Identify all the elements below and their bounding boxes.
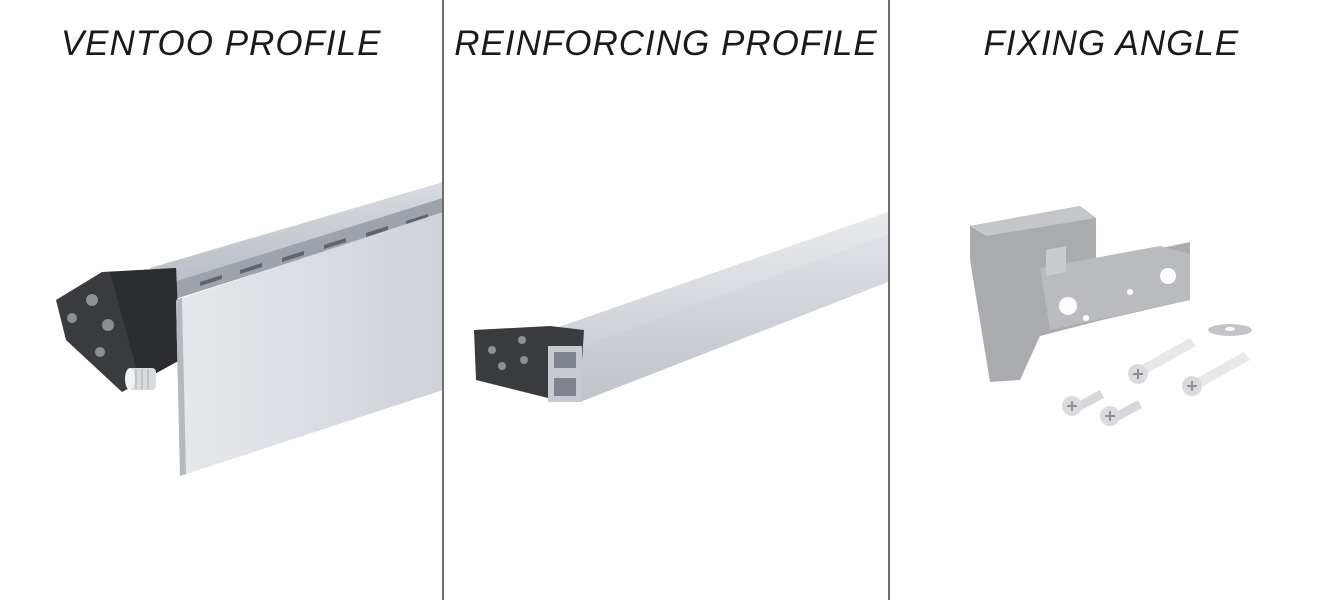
fixing-angle-illustration xyxy=(969,206,1252,426)
panel-divider xyxy=(442,0,445,600)
panel-reinforcing-profile: REINFORCING PROFILE xyxy=(444,0,888,600)
panel-ventoo-profile: VENTOO PROFILE xyxy=(0,0,443,600)
reinforcing-profile-illustration xyxy=(474,212,888,402)
screw-icon xyxy=(1181,352,1250,396)
panel-title: REINFORCING PROFILE xyxy=(454,24,878,63)
panel-fixing-angle: FIXING ANGLE xyxy=(890,0,1333,600)
screw-icon xyxy=(1127,338,1196,384)
washer-icon xyxy=(1207,324,1252,336)
panel-title: VENTOO PROFILE xyxy=(60,24,382,63)
panel-title: FIXING ANGLE xyxy=(983,24,1240,63)
panel-divider xyxy=(887,0,890,600)
screw-icon xyxy=(1099,400,1142,426)
screw-icon xyxy=(1061,390,1104,416)
ventoo-profile-illustration xyxy=(56,182,443,476)
